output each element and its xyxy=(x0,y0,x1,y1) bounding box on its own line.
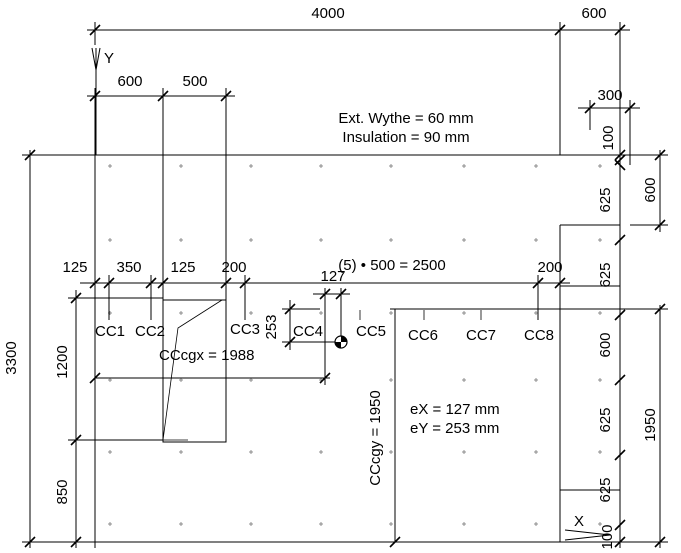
x-axis-arrow xyxy=(564,529,611,541)
dim-top-left-600: 600 xyxy=(117,73,142,90)
annotations: Y X Ext. Wythe = 60 mm Insulation = 90 m… xyxy=(104,50,584,530)
connector-spacing-note: (5) • 500 = 2500 xyxy=(338,257,445,274)
left-dimensions xyxy=(24,149,163,548)
connector-label-cc3: CC3 xyxy=(230,321,260,338)
dim-right-625-d: 625 xyxy=(597,477,614,502)
dim-top-left-500: 500 xyxy=(182,73,207,90)
connector-labels: CC1 CC2 CC3 CC4 CC5 CC6 CC7 CC8 xyxy=(95,321,554,344)
dim-left-1200: 1200 xyxy=(54,345,71,378)
connector-label-cc6: CC6 xyxy=(408,327,438,344)
ccgy-label: CCcgy = 1950 xyxy=(367,390,384,485)
grid-markers xyxy=(108,164,602,526)
connector-label-cc7: CC7 xyxy=(466,327,496,344)
top-dimensions xyxy=(87,22,640,300)
connector-label-cc2: CC2 xyxy=(135,323,165,340)
dim-right-600-b: 600 xyxy=(597,332,614,357)
dim-row-350: 350 xyxy=(116,259,141,276)
dim-right-100-bottom: 100 xyxy=(599,524,616,549)
dim-left-850: 850 xyxy=(54,479,71,504)
dim-row-125-b: 125 xyxy=(170,259,195,276)
insulation-note: Insulation = 90 mm xyxy=(342,129,469,146)
ext-wythe-note: Ext. Wythe = 60 mm xyxy=(338,110,473,127)
connector-label-cc1: CC1 xyxy=(95,323,125,340)
connector-label-cc5: CC5 xyxy=(356,323,386,340)
connector-label-cc4: CC4 xyxy=(293,323,323,340)
dim-row-200-b: 200 xyxy=(537,259,562,276)
center-of-gravity-symbol xyxy=(334,335,348,349)
dimension-labels: 4000 600 600 500 300 100 625 600 625 600… xyxy=(3,5,659,550)
ey-label: eY = 253 mm xyxy=(410,420,499,437)
connector-ticks xyxy=(108,310,539,320)
dim-row-200-a: 200 xyxy=(221,259,246,276)
dim-right-625-c: 625 xyxy=(597,407,614,432)
dim-right-1950: 1950 xyxy=(642,408,659,441)
dim-overall-width: 4000 xyxy=(311,5,344,22)
axis-y-label: Y xyxy=(104,50,114,67)
ex-label: eX = 127 mm xyxy=(410,401,500,418)
right-dimensions xyxy=(614,140,668,548)
panel-outline xyxy=(22,154,668,543)
dim-left-3300: 3300 xyxy=(3,341,20,374)
dim-right-625-b: 625 xyxy=(597,262,614,287)
dim-right-overhang: 600 xyxy=(581,5,606,22)
connector-label-cc8: CC8 xyxy=(524,327,554,344)
dim-right-300: 300 xyxy=(597,87,622,104)
ccgx-label: CCcgx = 1988 xyxy=(159,347,254,364)
dim-row-125-a: 125 xyxy=(62,259,87,276)
dim-row-127: 127 xyxy=(320,268,345,285)
dim-right-100-top: 100 xyxy=(600,125,617,150)
dim-right-625-a: 625 xyxy=(597,187,614,212)
dim-right-600: 600 xyxy=(642,177,659,202)
dim-cc3-253: 253 xyxy=(263,314,280,339)
axis-x-label: X xyxy=(574,513,584,530)
